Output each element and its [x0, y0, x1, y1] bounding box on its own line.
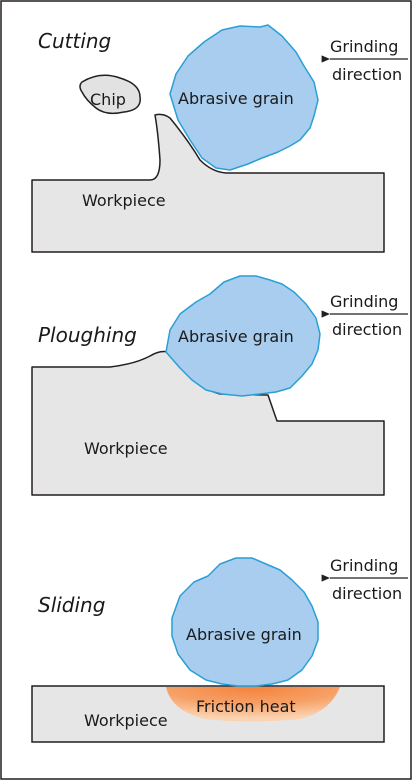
panel-cutting: Cutting Workpiece Chip Abrasive grain Gr… [31, 24, 408, 253]
panel-ploughing: Ploughing Workpiece Abrasive grain Grind… [31, 275, 408, 496]
workpiece-label: Workpiece [84, 439, 168, 458]
panel-sliding: Sliding Abrasive grain Friction heat Wor… [31, 556, 408, 743]
panel-title: Cutting [38, 29, 111, 53]
chip [79, 74, 141, 115]
friction-heat-zone [166, 687, 340, 722]
workpiece-label: Workpiece [82, 191, 166, 210]
workpiece [31, 113, 385, 253]
direction-label: direction [332, 584, 402, 603]
heat-label: Friction heat [196, 697, 296, 716]
abrasive-grain [169, 24, 319, 171]
grain-label: Abrasive grain [178, 89, 294, 108]
abrasive-grain [171, 557, 319, 687]
chip-label: Chip [90, 90, 126, 109]
workpiece-label: Workpiece [84, 711, 168, 730]
direction-label: direction [332, 65, 402, 84]
abrasive-grain [165, 275, 321, 397]
direction-label: direction [332, 320, 402, 339]
direction-label: Grinding [330, 37, 398, 56]
direction-label: Grinding [330, 292, 398, 311]
grain-label: Abrasive grain [178, 327, 294, 346]
grain-label: Abrasive grain [186, 625, 302, 644]
panel-title: Ploughing [38, 323, 137, 347]
panel-title: Sliding [38, 593, 105, 617]
direction-label: Grinding [330, 556, 398, 575]
